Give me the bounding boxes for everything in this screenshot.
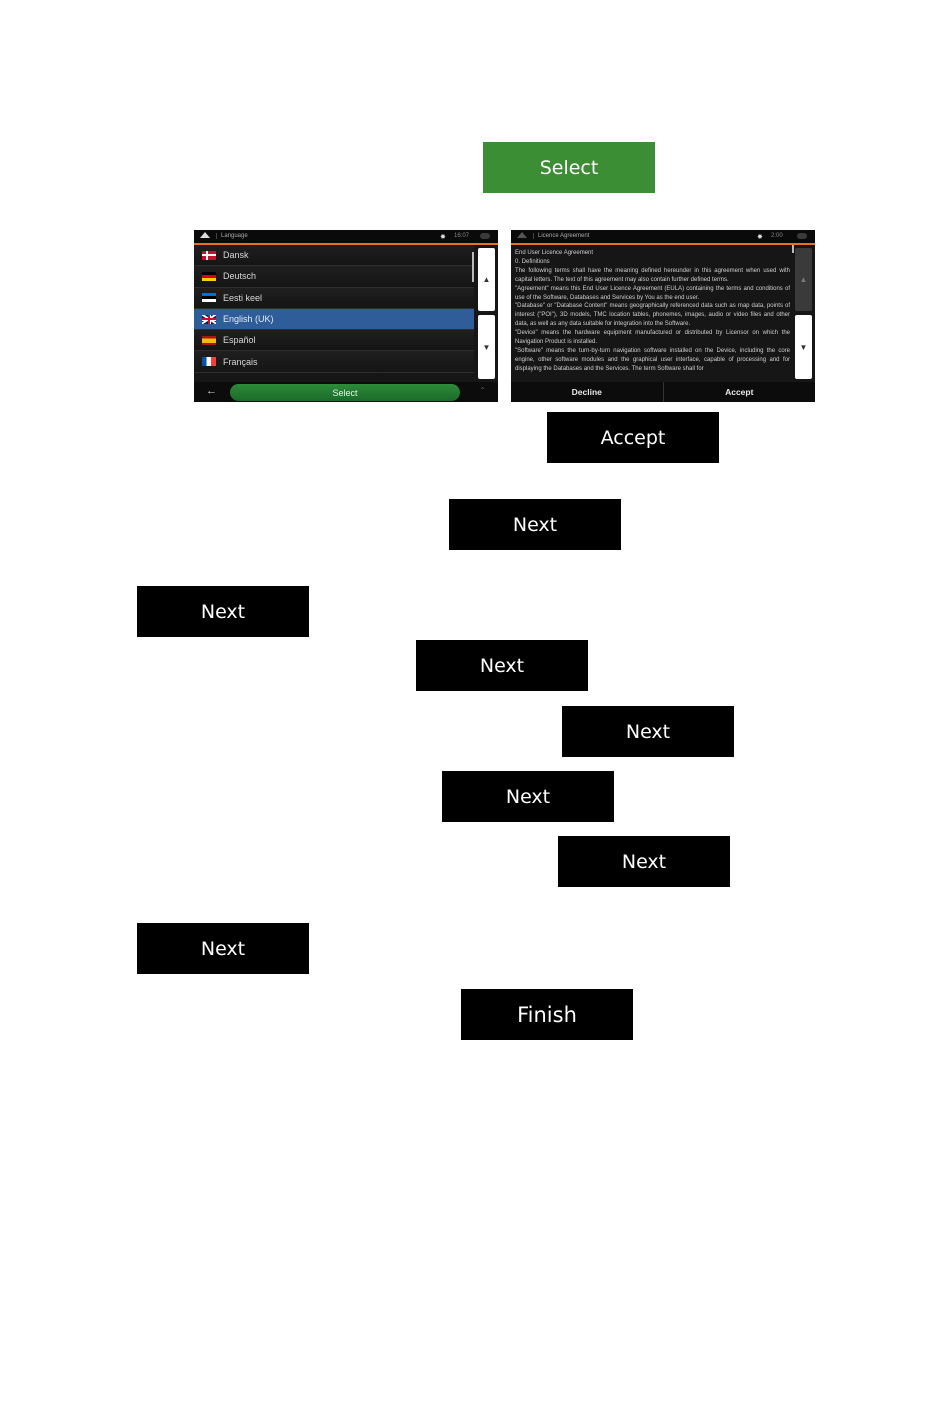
language-label: Français — [223, 356, 258, 367]
up-arrow-icon — [517, 232, 527, 238]
denmark-flag-icon — [202, 250, 216, 260]
back-arrow-icon[interactable]: ← — [206, 385, 217, 397]
screen-footer: Decline Accept — [511, 382, 815, 402]
language-item-espanol[interactable]: Español — [194, 330, 474, 352]
next-button[interactable]: Next — [137, 923, 309, 974]
germany-flag-icon — [202, 271, 216, 281]
triangle-down-icon: ▼ — [482, 342, 491, 352]
scroll-up-button[interactable]: ▲ — [478, 248, 495, 311]
scroll-up-button[interactable]: ▲ — [795, 248, 812, 311]
accept-button[interactable]: Accept — [547, 412, 719, 463]
screen-title: Language — [216, 233, 248, 239]
language-item-english-uk[interactable]: English (UK) — [194, 308, 474, 331]
licence-text: End User Licence Agreement 0. Definition… — [515, 249, 790, 379]
select-bar-button[interactable]: Select — [230, 384, 460, 401]
licence-line: The following terms shall have the meani… — [515, 267, 790, 283]
next-button[interactable]: Next — [442, 771, 614, 822]
screen-header: Language ✸ 16:07 — [194, 230, 498, 245]
screen-footer: ← Select ⌃ — [194, 382, 498, 402]
uk-flag-icon — [202, 314, 216, 324]
language-label: Español — [223, 335, 256, 346]
message-icon — [480, 233, 490, 239]
scrollbar[interactable] — [792, 245, 794, 253]
gps-icon: ✸ — [440, 234, 446, 241]
triangle-up-icon: ▲ — [482, 275, 491, 284]
clock: 2:00 — [771, 233, 783, 239]
licence-line: "Device" means the hardware equipment ma… — [515, 330, 790, 346]
clock: 16:07 — [454, 233, 470, 239]
next-button[interactable]: Next — [416, 640, 588, 691]
scrollbar[interactable] — [472, 252, 474, 282]
licence-line: 0. Definitions — [515, 258, 550, 265]
screen-header: Licence Agreement ✸ 2:00 — [511, 230, 815, 245]
language-list: Dansk Deutsch Eesti keel English (UK) Es… — [194, 245, 474, 373]
language-screen: Language ✸ 16:07 Dansk Deutsch Eesti kee… — [194, 230, 498, 402]
finish-button[interactable]: Finish — [461, 989, 633, 1040]
language-label: Eesti keel — [223, 292, 263, 303]
licence-line: "Agreement" means this End User Licence … — [515, 285, 790, 301]
next-button[interactable]: Next — [137, 586, 309, 637]
decline-button[interactable]: Decline — [571, 387, 602, 397]
next-button[interactable]: Next — [558, 836, 730, 887]
licence-line: "Database" or "Database Content" means g… — [515, 303, 790, 328]
chevron-up-icon: ⌃ — [479, 386, 486, 395]
spain-flag-icon — [202, 335, 216, 345]
language-item-dansk[interactable]: Dansk — [194, 245, 474, 267]
licence-line: End User Licence Agreement — [515, 250, 594, 256]
france-flag-icon — [202, 357, 216, 367]
language-item-eesti[interactable]: Eesti keel — [194, 287, 474, 309]
next-button[interactable]: Next — [562, 706, 734, 757]
gps-icon: ✸ — [757, 234, 763, 241]
estonia-flag-icon — [202, 293, 216, 303]
divider — [662, 382, 664, 402]
triangle-down-icon: ▼ — [799, 342, 808, 352]
language-item-francais[interactable]: Français — [194, 351, 474, 373]
licence-line: "Software" means the turn-by-turn naviga… — [515, 347, 790, 372]
up-arrow-icon[interactable] — [200, 232, 210, 238]
scroll-down-button[interactable]: ▼ — [795, 315, 812, 379]
language-label: Deutsch — [223, 271, 257, 282]
language-label: Dansk — [223, 250, 249, 261]
language-item-deutsch[interactable]: Deutsch — [194, 266, 474, 288]
triangle-up-icon: ▲ — [799, 275, 808, 284]
screen-title: Licence Agreement — [533, 233, 589, 239]
message-icon — [797, 233, 807, 239]
accept-screen-button[interactable]: Accept — [725, 387, 754, 397]
scroll-down-button[interactable]: ▼ — [478, 315, 495, 379]
language-label: English (UK) — [223, 314, 274, 325]
licence-screen: Licence Agreement ✸ 2:00 End User Licenc… — [511, 230, 815, 402]
next-button[interactable]: Next — [449, 499, 621, 550]
select-button[interactable]: Select — [483, 142, 655, 193]
